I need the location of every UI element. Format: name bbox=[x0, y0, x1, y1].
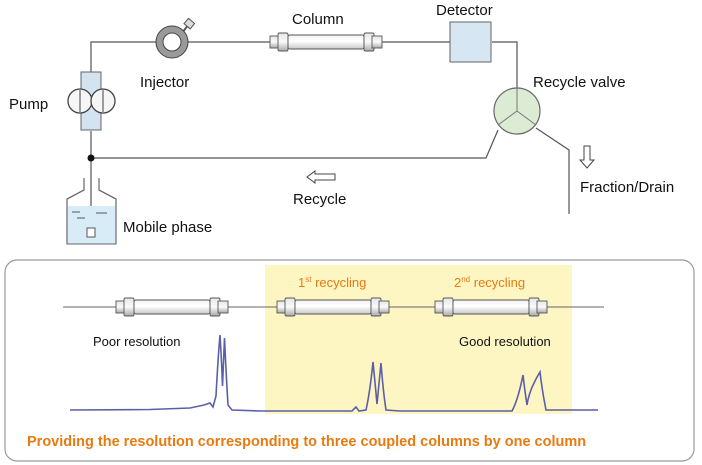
injector-icon bbox=[155, 17, 196, 59]
good-resolution-label: Good resolution bbox=[459, 334, 551, 349]
recycling-highlight bbox=[265, 265, 572, 414]
detector-label: Detector bbox=[436, 2, 493, 19]
column-2-icon bbox=[276, 297, 390, 317]
down-arrow-icon bbox=[578, 145, 596, 169]
junction-dot bbox=[87, 154, 95, 162]
recycle-valve-icon bbox=[493, 87, 541, 135]
pump-icon bbox=[67, 71, 116, 131]
pump-label: Pump bbox=[9, 96, 48, 113]
column-3-icon bbox=[434, 297, 548, 317]
column-icon bbox=[269, 32, 383, 52]
column-label: Column bbox=[292, 11, 344, 28]
flow-tubing bbox=[90, 41, 570, 228]
mobile-phase-bottle-icon bbox=[66, 178, 117, 245]
column-1-icon bbox=[115, 297, 229, 317]
recycle-valve-label: Recycle valve bbox=[533, 74, 626, 91]
mobile-phase-label: Mobile phase bbox=[123, 219, 212, 236]
first-recycling-label: 1st recycling bbox=[298, 275, 366, 290]
fraction-drain-label: Fraction/Drain bbox=[580, 179, 674, 196]
resolution-caption: Providing the resolution corresponding t… bbox=[27, 434, 586, 450]
second-recycling-label: 2nd recycling bbox=[454, 275, 525, 290]
chromatogram-trace bbox=[69, 334, 598, 412]
injector-label: Injector bbox=[140, 74, 189, 91]
poor-resolution-label: Poor resolution bbox=[93, 334, 180, 349]
recycle-label: Recycle bbox=[293, 191, 346, 208]
detector-icon bbox=[449, 21, 492, 63]
left-arrow-icon bbox=[306, 170, 336, 184]
